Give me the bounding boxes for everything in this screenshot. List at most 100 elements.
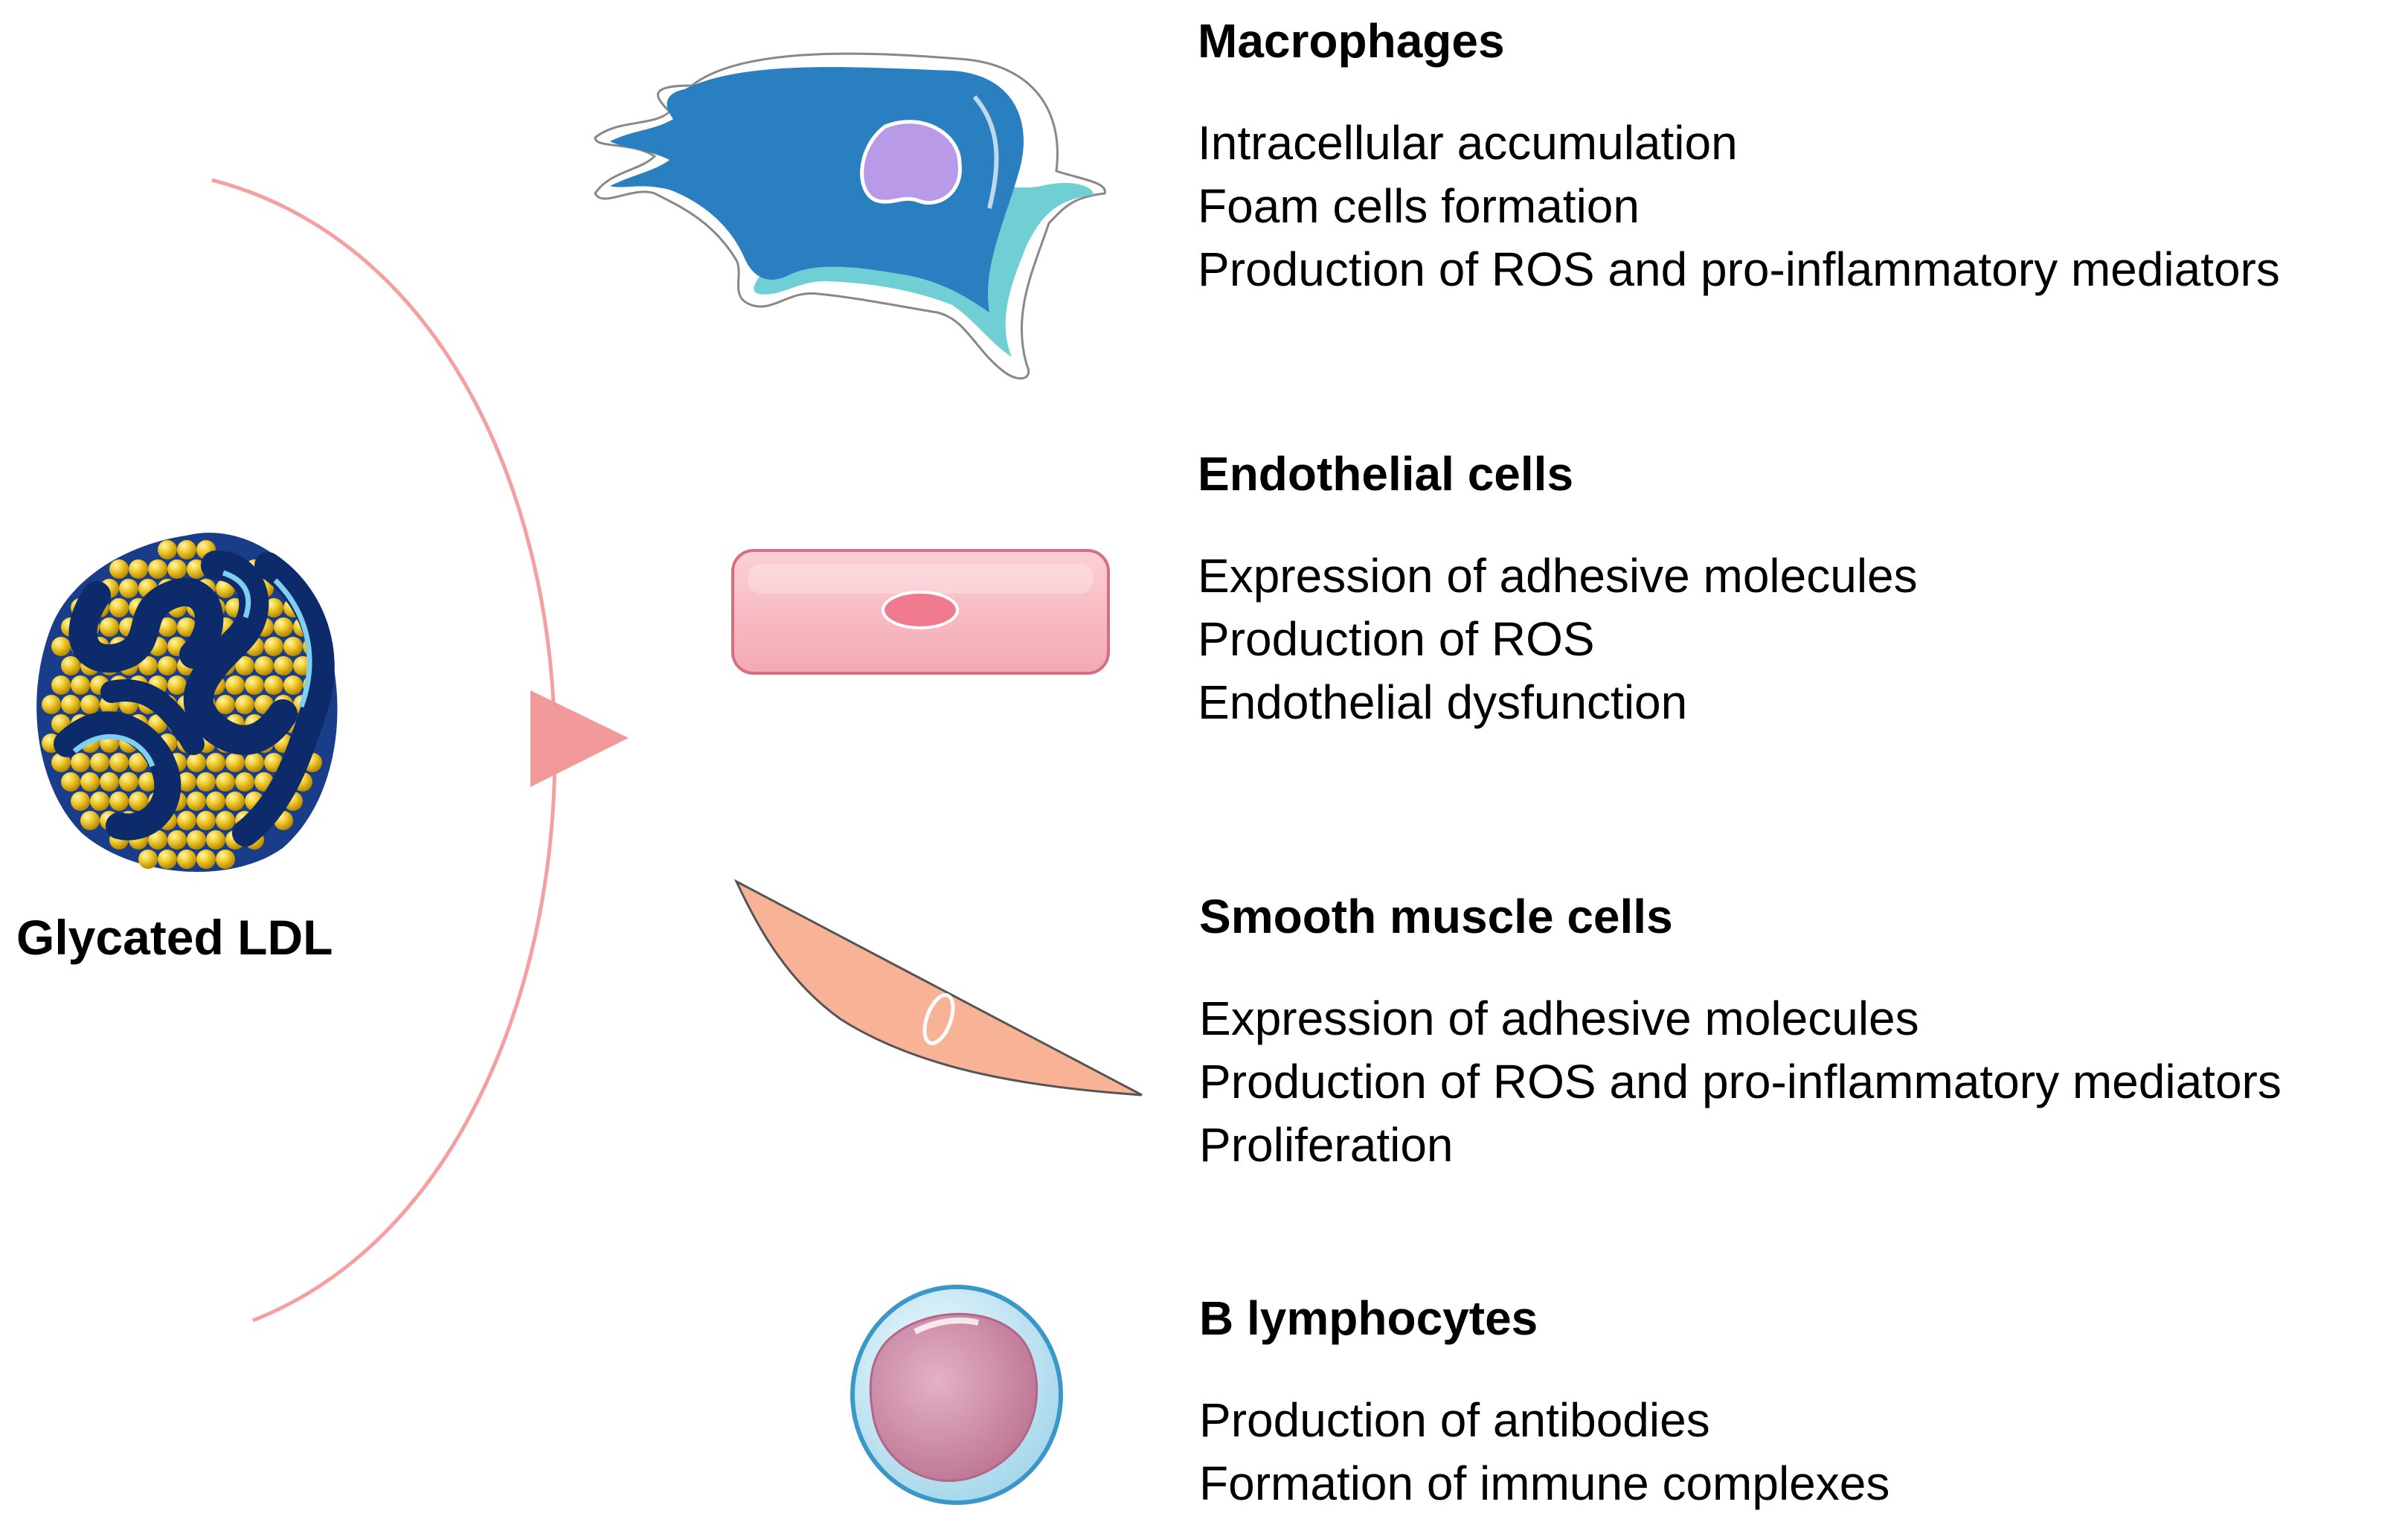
lipid-droplet <box>80 695 100 714</box>
lipid-droplet <box>61 695 80 714</box>
lipid-droplet <box>119 579 138 598</box>
effect-item: Production of ROS <box>1198 612 1595 666</box>
lipid-droplet <box>225 792 245 811</box>
lipid-droplet <box>235 772 254 792</box>
effect-item: Expression of adhesive molecules <box>1198 549 1918 603</box>
glycated-ldl-label: Glycated LDL <box>16 910 333 965</box>
lipid-droplet <box>225 753 245 772</box>
lipid-droplet <box>71 792 90 811</box>
macrophage-nucleus <box>860 120 962 205</box>
lipid-droplet <box>71 675 90 695</box>
smooth-muscle-nucleus <box>922 993 955 1045</box>
arrow-triangle <box>530 690 629 787</box>
lipid-droplet <box>206 753 225 772</box>
endothelial-nucleus <box>882 591 959 629</box>
lipid-droplet <box>129 753 148 772</box>
lipid-droplet <box>177 617 196 637</box>
lipid-droplet <box>264 598 283 617</box>
lipid-droplet <box>216 695 235 714</box>
lipid-droplet <box>109 598 129 617</box>
lipid-droplet <box>225 675 245 695</box>
lipid-droplet <box>167 675 187 695</box>
target-title: Macrophages <box>1198 14 1505 68</box>
lipid-droplet <box>109 753 129 772</box>
lipid-droplet <box>138 656 158 675</box>
effect-item: Intracellular accumulation <box>1198 116 1738 170</box>
lipid-droplet <box>177 772 196 792</box>
lipid-droplet <box>187 830 206 850</box>
lipid-droplet <box>196 811 216 830</box>
lipid-droplet <box>51 753 71 772</box>
lipid-droplet <box>283 675 303 695</box>
lipid-droplet <box>245 753 264 772</box>
lipid-droplet <box>42 695 61 714</box>
effect-item: Endothelial dysfunction <box>1198 675 1688 729</box>
effect-item: Proliferation <box>1199 1118 1454 1172</box>
effect-item: Formation of immune complexes <box>1199 1457 1890 1510</box>
b-lymphocyte-cell <box>850 1285 1063 1505</box>
lipid-droplet <box>148 559 167 579</box>
macrophage-cell <box>594 52 1106 380</box>
lipid-droplet <box>80 811 100 830</box>
lipid-droplet <box>216 772 235 792</box>
lipid-droplet <box>187 753 206 772</box>
lipid-droplet <box>206 792 225 811</box>
lipid-droplet <box>264 637 283 656</box>
lipid-droplet <box>177 850 196 869</box>
effect-item: Foam cells formation <box>1198 179 1640 233</box>
lipid-droplet <box>90 753 109 772</box>
lipid-droplet <box>100 617 119 637</box>
lipid-droplet <box>129 792 148 811</box>
lipid-droplet <box>51 675 71 695</box>
lipid-droplet <box>109 792 129 811</box>
lipid-droplet <box>71 753 90 772</box>
glycated-ldl-particle <box>36 533 338 873</box>
target-title: B lymphocytes <box>1199 1291 1538 1345</box>
target-title: Smooth muscle cells <box>1199 890 1673 943</box>
lipid-droplet <box>109 559 129 579</box>
lipid-droplet <box>138 772 158 792</box>
lipid-droplet <box>216 811 235 830</box>
effect-item: Expression of adhesive molecules <box>1199 992 1919 1045</box>
lipid-droplet <box>158 540 177 559</box>
lipid-droplet <box>158 656 177 675</box>
lipid-droplet <box>158 850 177 869</box>
lipid-droplet <box>245 675 264 695</box>
lipid-droplet <box>187 792 206 811</box>
effect-item: Production of ROS and pro-inflammatory m… <box>1199 1055 2282 1108</box>
lipid-droplet <box>167 830 187 850</box>
lipid-droplet <box>196 850 216 869</box>
lipid-droplet <box>119 772 138 792</box>
lipid-droplet <box>100 772 119 792</box>
lipid-droplet <box>177 811 196 830</box>
lipid-droplet <box>177 540 196 559</box>
lipid-droplet <box>235 695 254 714</box>
lipid-droplet <box>90 792 109 811</box>
lipid-droplet <box>216 850 235 869</box>
lipid-droplet <box>274 656 293 675</box>
effect-item: Production of antibodies <box>1199 1393 1710 1447</box>
lipid-droplet <box>148 830 167 850</box>
lipid-droplet <box>196 772 216 792</box>
lipid-droplet <box>167 559 187 579</box>
smooth-muscle-cell <box>733 879 1143 1097</box>
lipid-droplet <box>51 637 71 656</box>
lipid-droplet <box>206 830 225 850</box>
endothelial-cell <box>731 549 1110 675</box>
lipid-droplet <box>254 656 274 675</box>
lipid-droplet <box>61 656 80 675</box>
lipid-droplet <box>61 772 80 792</box>
lipid-droplet <box>158 617 177 637</box>
lipid-droplet <box>274 617 293 637</box>
lipid-droplet <box>80 772 100 792</box>
lipid-droplet <box>129 559 148 579</box>
lipid-droplet <box>235 656 254 675</box>
lipid-droplet <box>264 675 283 695</box>
lipid-droplet <box>138 850 158 869</box>
effect-item: Production of ROS and pro-inflammatory m… <box>1198 243 2280 296</box>
